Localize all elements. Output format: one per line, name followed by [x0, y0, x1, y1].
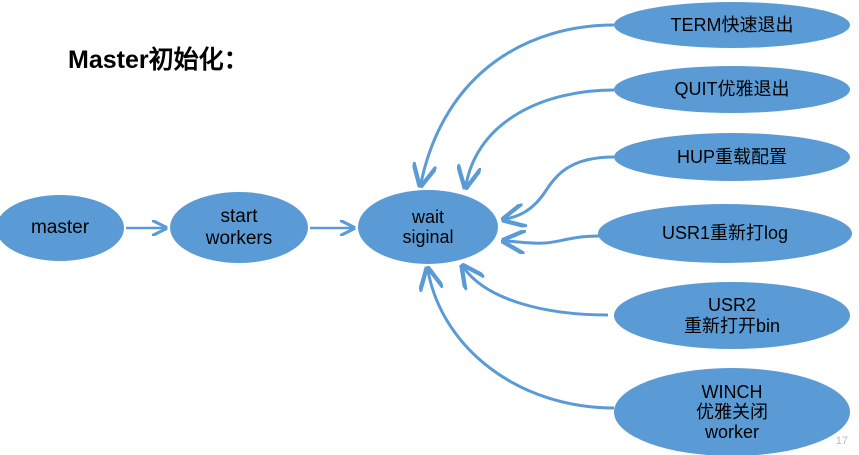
node-start-workers[interactable]: start workers	[170, 192, 308, 263]
node-signal-hup[interactable]: HUP重载配置	[614, 133, 850, 181]
node-signal-usr2-label: USR2 重新打开bin	[683, 295, 781, 336]
node-signal-winch-label: WINCH 优雅关闭 worker	[696, 381, 768, 443]
node-signal-usr1[interactable]: USR1重新打log	[598, 204, 852, 263]
node-wait-signal[interactable]: wait siginal	[358, 190, 498, 264]
node-signal-quit-label: QUIT优雅退出	[674, 79, 790, 100]
edge-quit-to-wait	[466, 88, 615, 185]
edge-winch-to-wait	[428, 271, 615, 410]
edge-usr1-to-wait	[506, 236, 601, 243]
node-master[interactable]: master	[0, 195, 124, 261]
node-signal-usr1-label: USR1重新打log	[661, 223, 789, 244]
node-signal-winch[interactable]: WINCH 优雅关闭 worker	[614, 368, 850, 455]
edge-hup-to-wait	[506, 155, 615, 219]
page-title: Master初始化：	[68, 46, 249, 74]
node-wait-signal-label: wait siginal	[402, 206, 454, 247]
node-signal-usr2[interactable]: USR2 重新打开bin	[614, 282, 850, 349]
node-master-label: master	[30, 217, 90, 239]
node-signal-term[interactable]: TERM快速退出	[614, 2, 850, 48]
node-signal-hup-label: HUP重载配置	[676, 146, 787, 167]
node-start-workers-label: start workers	[205, 206, 273, 249]
node-signal-term-label: TERM快速退出	[670, 14, 794, 35]
edge-usr2-to-wait	[464, 268, 609, 317]
page-number: 17	[835, 435, 848, 447]
edge-term-to-wait	[421, 23, 615, 183]
node-signal-quit[interactable]: QUIT优雅退出	[614, 66, 850, 113]
